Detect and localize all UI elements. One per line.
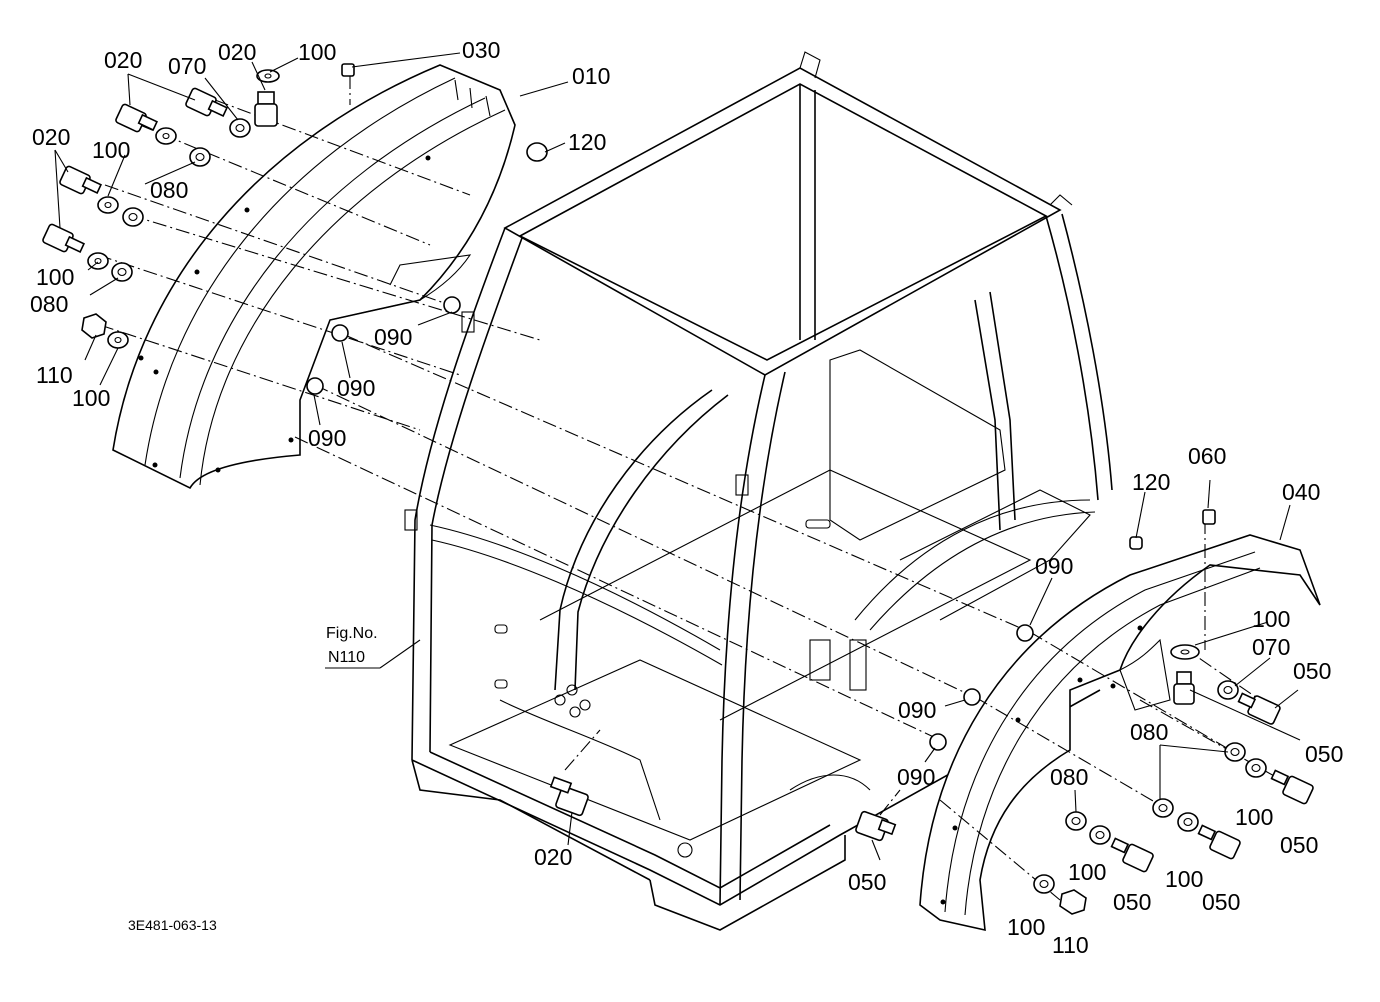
bolt-020-e: [549, 776, 589, 817]
label-100-right-e: 100: [1007, 914, 1045, 940]
grommet-090-a: [443, 296, 461, 314]
cab-frame: [404, 51, 1113, 931]
callout-labels: 010 030 100 020 070 020 120 020 100 080 …: [30, 37, 1343, 958]
label-020-bottom: 020: [534, 844, 572, 870]
label-110-right: 110: [1052, 932, 1089, 958]
bolt-020-b: [185, 87, 229, 117]
grommet-090-d: [1016, 624, 1034, 642]
left-fender: [112, 64, 516, 490]
label-030: 030: [462, 37, 500, 63]
washer-100-c: [87, 252, 109, 270]
label-010: 010: [572, 63, 610, 89]
clip-120-right: [1129, 536, 1143, 550]
label-120-left: 120: [568, 129, 606, 155]
figure-reference: Fig.No. N110: [326, 625, 378, 666]
label-100-right-b: 100: [1235, 804, 1273, 830]
label-060: 060: [1188, 443, 1226, 469]
label-100-right-a: 100: [1252, 606, 1290, 632]
nut-110-left: [81, 313, 107, 339]
label-080-right-a: 080: [1130, 719, 1168, 745]
washer-100-a: [155, 127, 177, 145]
label-090-a: 090: [374, 324, 412, 350]
nut-110-right: [1059, 889, 1087, 915]
label-100-top: 100: [298, 39, 336, 65]
label-050-d: 050: [848, 869, 886, 895]
label-050-b: 050: [1305, 741, 1343, 767]
right-fender: [919, 534, 1321, 932]
washer-100-right-b: [1177, 812, 1199, 832]
grommet-060: [1202, 509, 1216, 525]
label-090-c: 090: [308, 425, 346, 451]
bolt-050-a: [1237, 692, 1281, 725]
label-110-left: 110: [36, 362, 73, 388]
label-070-left: 070: [168, 53, 206, 79]
label-100-right-d: 100: [1165, 866, 1203, 892]
bolt-050-d: [1110, 837, 1154, 873]
label-090-f: 090: [897, 764, 935, 790]
label-050-c: 050: [1280, 832, 1318, 858]
washer-080-right-c: [1065, 811, 1087, 831]
washer-070-right: [1217, 680, 1239, 700]
label-080-right-b: 080: [1050, 764, 1088, 790]
label-050-a: 050: [1293, 658, 1331, 684]
label-070-right: 070: [1252, 634, 1290, 660]
washer-080-c: [111, 262, 133, 282]
washer-100-b: [97, 196, 119, 214]
label-020-a: 020: [104, 47, 142, 73]
grommet-090-e: [963, 688, 981, 706]
bolt-050-c: [1197, 824, 1241, 860]
washer-070-left: [229, 118, 251, 138]
label-090-d: 090: [1035, 553, 1073, 579]
label-100-b: 100: [36, 264, 74, 290]
washer-100-top: [256, 69, 280, 83]
bolt-020-c: [59, 165, 103, 195]
label-090-e: 090: [898, 697, 936, 723]
clip-120-left: [526, 142, 548, 162]
bolt-050-e: [855, 810, 897, 842]
label-100-right-c: 100: [1068, 859, 1106, 885]
label-020-b: 020: [32, 124, 70, 150]
hardware: [42, 63, 1314, 915]
label-080-a: 080: [150, 177, 188, 203]
grommet-090-b: [331, 324, 349, 342]
grommet-090-f: [929, 733, 947, 751]
washer-100-right-c: [1089, 825, 1111, 845]
grommet-030: [341, 63, 355, 77]
label-080-b: 080: [30, 291, 68, 317]
label-100-c: 100: [72, 385, 110, 411]
washer-100-right-a: [1245, 758, 1267, 778]
bolt-020-d: [42, 223, 86, 253]
label-020-top: 020: [218, 39, 256, 65]
grommet-090-c: [306, 377, 324, 395]
washer-100-right-top: [1170, 644, 1200, 660]
fig-ref-line2: N110: [328, 649, 365, 666]
washer-080-a: [189, 147, 211, 167]
washer-080-b: [122, 207, 144, 227]
assembly-centerlines: [97, 75, 1291, 901]
bolt-020-vertical: [254, 91, 278, 127]
washer-100-right-d: [1033, 874, 1055, 894]
label-050-f: 050: [1202, 889, 1240, 915]
bolt-020-a: [115, 103, 159, 133]
bolt-050-vertical: [1173, 671, 1195, 705]
label-040: 040: [1282, 479, 1320, 505]
leader-lines: [54, 52, 1301, 861]
drawing-code: 3E481-063-13: [128, 917, 217, 933]
label-050-e: 050: [1113, 889, 1151, 915]
bolt-050-b: [1270, 769, 1314, 805]
label-100-a: 100: [92, 137, 130, 163]
label-090-b: 090: [337, 375, 375, 401]
washer-100-d: [107, 331, 129, 349]
washer-080-right-b: [1152, 798, 1174, 818]
label-120-right: 120: [1132, 469, 1170, 495]
fig-ref-line1: Fig.No.: [326, 625, 378, 642]
